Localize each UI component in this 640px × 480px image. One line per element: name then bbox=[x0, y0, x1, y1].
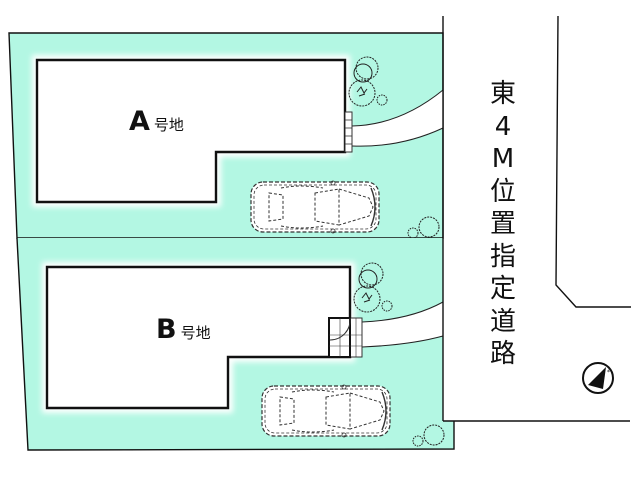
road-label-char: 道 bbox=[489, 306, 516, 337]
road-label-char: 定 bbox=[489, 274, 516, 304]
lot-b bbox=[16, 237, 455, 451]
lot-b-letter: B bbox=[156, 314, 177, 345]
svg-text:*: * bbox=[607, 369, 610, 376]
lot-a-suffix: 号地 bbox=[153, 116, 184, 134]
road-label-char: 東 bbox=[489, 79, 516, 109]
parking-car-b bbox=[261, 384, 391, 438]
north-arrow-icon: * bbox=[582, 362, 614, 394]
building-a bbox=[35, 58, 347, 204]
road-label-char: 指 bbox=[489, 241, 516, 272]
entrance-porch-b bbox=[328, 317, 363, 358]
approach-path-a bbox=[352, 90, 443, 147]
road-east-edge bbox=[555, 15, 631, 308]
road-label-char: 置 bbox=[489, 209, 516, 239]
lot-b-label: B 号地 bbox=[156, 316, 211, 343]
lot-a bbox=[8, 32, 444, 239]
lot-a-letter: A bbox=[129, 106, 150, 137]
road-label-char: 位 bbox=[489, 176, 516, 207]
approach-path-b bbox=[362, 302, 443, 347]
road-label-char: 4 bbox=[494, 111, 512, 142]
road bbox=[442, 15, 631, 422]
road-label-char: 路 bbox=[489, 339, 516, 369]
road-label-char: M bbox=[491, 144, 515, 174]
entrance-steps-a bbox=[344, 111, 353, 153]
building-b bbox=[45, 265, 352, 410]
lot-b-suffix: 号地 bbox=[180, 324, 211, 342]
parking-car-a bbox=[250, 180, 380, 234]
lot-a-label: A 号地 bbox=[129, 108, 184, 135]
road-label: 東 4 M 位 置 指 定 道 路 bbox=[486, 78, 520, 371]
